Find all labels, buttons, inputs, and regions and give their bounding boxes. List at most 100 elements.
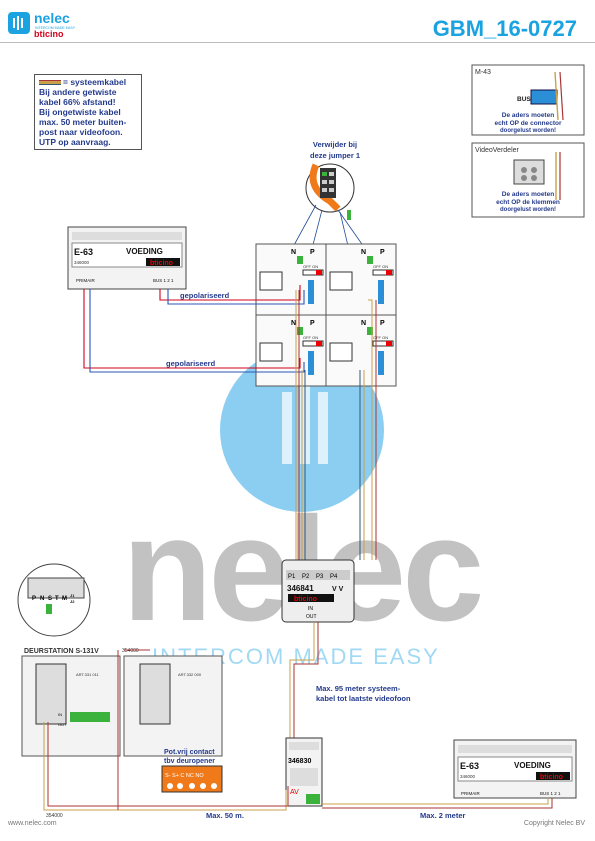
max95-label: kabel tot laatste videofoon — [316, 694, 411, 703]
jumper-note: Verwijder bij — [313, 140, 357, 149]
door-station-title: DEURSTATION S-131V — [24, 648, 99, 655]
m43-title: M-43 — [475, 69, 491, 76]
terminal-label: M — [62, 596, 67, 602]
distributor-vv: V V — [332, 586, 344, 593]
m43-box: M-43 BUS De aders moeten echt OP de conn… — [471, 64, 585, 136]
distributor-code: 346841 — [287, 584, 314, 593]
brand-name: nelec — [34, 10, 70, 26]
monitor-panel: N P OFF ON — [329, 320, 394, 375]
vv-text: De aders moeten — [502, 191, 554, 198]
psu2-bus: BUS 1 2 1 — [540, 791, 561, 796]
distributor-in: IN — [308, 606, 313, 612]
video-distributor: P1 P2 P3 P4 346841 V V bticino IN OUT — [281, 559, 355, 623]
psu2-name: VOEDING — [514, 761, 551, 770]
door-code-bottom: 354000 — [46, 813, 63, 819]
vv-text: echt OP de klemmen — [496, 199, 560, 206]
terminal-label: J2 — [70, 599, 75, 604]
system-cable-legend-line — [39, 80, 61, 86]
psu2-brand: bticino — [540, 774, 563, 781]
door-out: OUT — [58, 722, 67, 727]
polarized-label: gepolariseerd — [180, 291, 230, 300]
note-line: max. 50 meter buiten- — [39, 117, 127, 127]
psu2-primair: PRIMAIR — [461, 791, 481, 796]
svg-text:N: N — [361, 320, 366, 327]
polarized-label: gepolariseerd — [166, 359, 216, 368]
svg-text:N: N — [291, 320, 296, 327]
svg-text:OFF ON: OFF ON — [373, 264, 388, 269]
terminal-label: P — [32, 596, 36, 602]
note-line: UTP op aanvraag. — [39, 137, 111, 147]
av-adapter: 346830 AV — [285, 737, 323, 807]
power-supply-1: E-63 VOEDING 346000 bticino PRIMAIR BUS … — [67, 226, 187, 290]
copyright: Copyright Nelec BV — [523, 820, 585, 827]
orange-arrow — [309, 163, 341, 212]
door-art1: ART.331 011 — [76, 672, 100, 677]
videoverdeler-box: VideoVerdeler De aders moeten echt OP de… — [471, 142, 585, 218]
vv-title: VideoVerdeler — [475, 147, 520, 154]
psu1-code: 346000 — [74, 260, 90, 265]
svg-text:P: P — [380, 320, 385, 327]
terminal-label: S — [48, 596, 52, 602]
jumper-callout: Verwijder bij deze jumper 1 — [292, 140, 366, 319]
system-cables — [295, 290, 377, 560]
distributor-out: OUT — [306, 614, 317, 620]
monitor-panel: N P OFF ON — [259, 249, 324, 304]
logo: nelec INTERCOM MADE EASY bticino — [6, 8, 116, 40]
m43-text: De aders moeten — [502, 112, 554, 119]
website: www.nelec.com — [8, 820, 57, 827]
svg-text:P: P — [380, 249, 385, 256]
power-wires — [83, 285, 305, 373]
relay-label: tbv deuropener — [164, 758, 215, 765]
note-line: Bij ongetwiste kabel — [39, 107, 121, 117]
m43-bus-label: BUS — [517, 96, 531, 103]
power-supply-2: E-63 VOEDING 346000 bticino PRIMAIR BUS … — [453, 739, 577, 799]
distance-label: Max. 50 m. — [206, 811, 244, 820]
max95-label: Max. 95 meter systeem- — [316, 684, 401, 693]
vv-text: doorgelust worden! — [500, 207, 556, 213]
door-wires — [43, 649, 289, 811]
port-label: P2 — [302, 574, 310, 580]
riser-cables — [289, 622, 319, 738]
port-label: P3 — [316, 574, 324, 580]
psu1-brand: bticino — [150, 260, 173, 267]
brand-tagline: INTERCOM MADE EASY — [35, 26, 76, 30]
note-line: post naar videofoon. — [39, 127, 123, 137]
distance-label: Max. 2 meter — [420, 811, 466, 820]
cable-note: = systeemkabel Bij andere getwiste kabel… — [34, 74, 142, 150]
monitor-panel: N P OFF ON — [259, 320, 324, 375]
relay-terminals: S- S+ C NC NO — [165, 773, 204, 779]
terminal-label: N — [40, 596, 44, 602]
port-label: P1 — [288, 574, 296, 580]
psu1-primair: PRIMAIR — [76, 278, 96, 283]
door-terminal-magnifier — [17, 563, 91, 637]
video-monitors — [255, 243, 397, 387]
header-divider — [0, 42, 595, 43]
note-line: kabel 66% afstand! — [39, 97, 116, 107]
svg-text:N: N — [361, 249, 366, 256]
document-id: GBM_16-0727 — [432, 16, 577, 41]
door-art2: ART.332 000 — [178, 672, 202, 677]
jumper-note: deze jumper 1 — [310, 151, 360, 160]
vv-terminal-block — [513, 159, 545, 185]
monitor-panel: N P OFF ON — [329, 249, 394, 304]
port-label: P4 — [330, 574, 338, 580]
svg-text:P: P — [310, 320, 315, 327]
psu2-code: 346000 — [460, 774, 476, 779]
svg-text:OFF ON: OFF ON — [303, 335, 318, 340]
terminal-label: J1 — [70, 593, 75, 598]
adapter-code: 346830 — [288, 758, 311, 765]
svg-text:OFF ON: OFF ON — [373, 335, 388, 340]
distributor-brand: bticino — [294, 596, 317, 603]
svg-text:P: P — [310, 249, 315, 256]
psu2-wires — [322, 798, 553, 809]
terminal-label: T — [55, 596, 59, 602]
svg-text:OFF ON: OFF ON — [303, 264, 318, 269]
psu1-bus: BUS 1 2 1 — [153, 278, 174, 283]
note-line: Bij andere getwiste — [39, 87, 117, 97]
legend-label: = systeemkabel — [63, 77, 127, 87]
sub-brand: bticino — [34, 29, 64, 39]
door-station-code: 354000 — [122, 648, 139, 654]
door-in: IN — [58, 712, 62, 717]
m43-text: doorgelust worden! — [500, 128, 556, 134]
